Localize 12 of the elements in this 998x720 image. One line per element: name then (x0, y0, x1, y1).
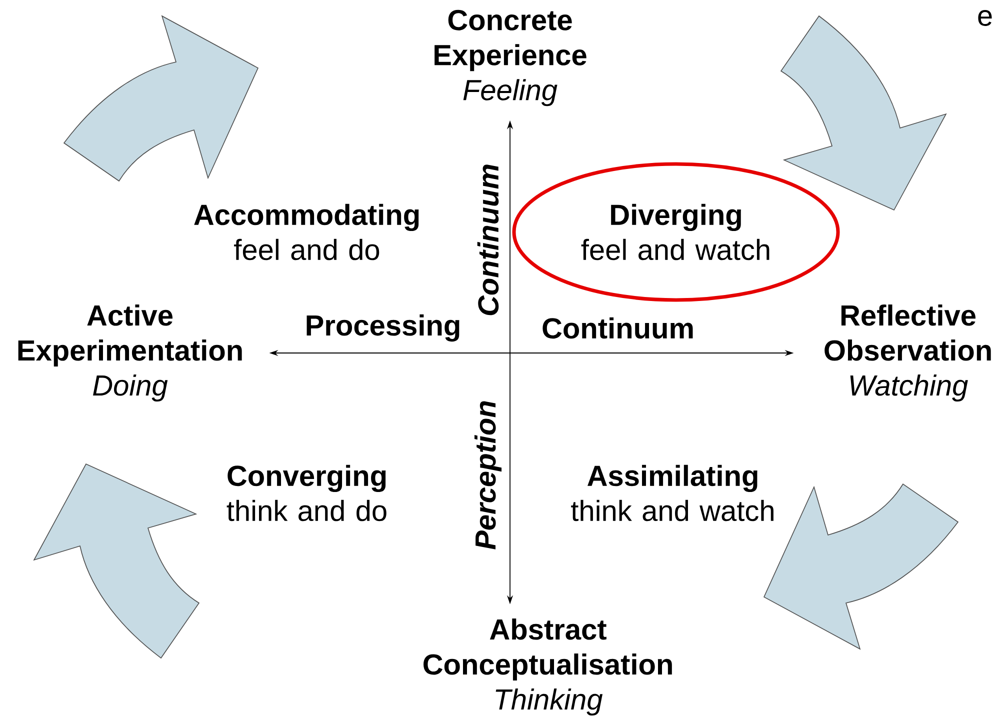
stage-label: Reflective Observation Watching (824, 304, 991, 402)
axis-label: Continuum (477, 164, 499, 316)
stage-label: Abstract Conceptualisation Thinking (424, 618, 672, 716)
axis-label: Processing (306, 314, 460, 342)
axis-label: e (978, 10, 992, 26)
stage-label: Assimilating think and watch (571, 464, 774, 522)
axis-label: Perception (474, 401, 502, 550)
stage-label: Converging think and do (226, 464, 386, 522)
stage-label: Concrete Experience Feeling (434, 10, 586, 106)
stage-label: Accommodating feel and do (194, 204, 419, 260)
axis-label: Continuum (542, 317, 693, 339)
stage-label: Active Experimentation Doing (18, 304, 242, 402)
